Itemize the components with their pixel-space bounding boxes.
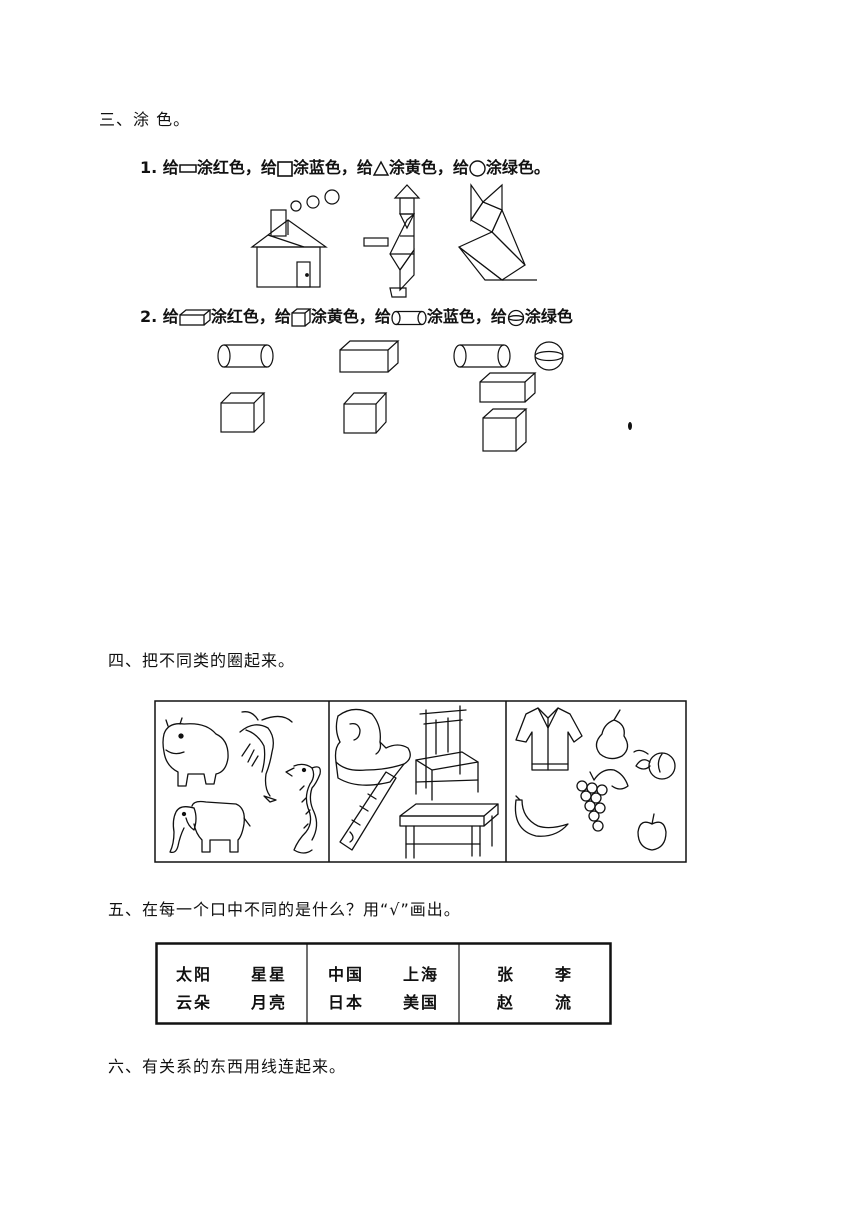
q1-give-3: 给 — [356, 158, 373, 177]
cuboid-icon — [179, 308, 212, 326]
ink-mark — [628, 422, 632, 430]
q1-paint-green: 涂绿色。 — [485, 158, 550, 177]
q2-paint-blue: 涂蓝色， — [426, 307, 491, 326]
q1-paint-blue: 涂蓝色， — [292, 158, 357, 177]
circle-icon — [469, 160, 486, 177]
shrimp-icon — [239, 711, 293, 803]
q1-number: 1. — [140, 158, 158, 177]
word-box2-r2c1: 日本 — [328, 993, 365, 1012]
cuboid-solid — [479, 372, 537, 403]
q1-paint-yellow: 涂黄色， — [388, 158, 453, 177]
q2-solids — [217, 340, 632, 452]
word-box2-r2c2: 美国 — [403, 993, 440, 1012]
word-box3-r1c2: 李 — [555, 965, 574, 984]
cylinder-solid — [453, 344, 511, 368]
elephant-icon — [169, 800, 251, 854]
triangle-icon — [372, 160, 390, 176]
word-box3-r2c1: 赵 — [497, 993, 516, 1012]
cuboid-solid — [339, 340, 400, 373]
sphere-icon — [507, 309, 525, 326]
armchair-icon — [334, 708, 411, 786]
q1-instruction: 1. 给涂红色，给涂蓝色，给涂黄色，给涂绿色。 — [140, 154, 550, 178]
word-box1-r1c1: 太阳 — [176, 965, 213, 984]
table-icon — [399, 803, 499, 859]
grapes-icon — [576, 769, 629, 832]
word-box3-r1c1: 张 — [497, 965, 516, 984]
word-box1-r2c1: 云朵 — [176, 993, 213, 1012]
thin-rectangle-icon — [179, 163, 197, 173]
q1-give-4: 给 — [452, 158, 469, 177]
apple-icon — [637, 813, 667, 851]
section5-heading: 五、在每一个口中不同的是什么？用“√”画出。 — [108, 900, 461, 919]
word-box1-r1c2: 星星 — [251, 965, 288, 984]
q2-give-1: 给 — [162, 307, 179, 326]
word-box3-r2c2: 流 — [555, 993, 574, 1012]
q1-give-2: 给 — [260, 158, 277, 177]
classify-table — [154, 700, 687, 863]
q1-paint-red: 涂红色， — [196, 158, 261, 177]
word-box2-r1c1: 中国 — [328, 965, 365, 984]
q2-give-3: 给 — [374, 307, 391, 326]
q2-give-2: 给 — [274, 307, 291, 326]
cat-figure — [457, 183, 537, 281]
cube-solid — [220, 392, 266, 433]
chair-icon — [415, 705, 479, 801]
seahorse-icon — [285, 763, 321, 854]
section6-heading: 六、有关系的东西用线连起来。 — [108, 1057, 347, 1076]
cube-solid — [482, 408, 528, 452]
q2-number: 2. — [140, 307, 158, 326]
section3-heading: 三、涂 色。 — [99, 110, 191, 129]
sphere-solid — [534, 341, 564, 371]
cylinder-solid — [217, 344, 274, 368]
hippo-icon — [162, 717, 229, 787]
q2-paint-green: 涂绿色 — [524, 307, 573, 326]
q2-paint-yellow: 涂黄色， — [310, 307, 375, 326]
ruler-icon — [339, 771, 397, 851]
house-figure — [250, 189, 340, 288]
q2-instruction: 2. 给涂红色，给涂黄色，给涂蓝色，给涂绿色 — [140, 303, 573, 328]
difference-table — [155, 942, 612, 1025]
q2-give-4: 给 — [490, 307, 507, 326]
pear-icon — [595, 709, 629, 760]
peach-icon — [633, 749, 676, 780]
person-figure — [363, 184, 421, 298]
q1-give-1: 给 — [162, 158, 179, 177]
cylinder-icon — [391, 310, 427, 325]
section4-heading: 四、把不同类的圈起来。 — [108, 651, 296, 670]
word-box1-r2c2: 月亮 — [251, 993, 288, 1012]
jacket-icon — [515, 707, 583, 771]
cube-solid — [343, 392, 388, 434]
q1-figures — [250, 183, 537, 298]
word-box2-r1c2: 上海 — [403, 965, 440, 984]
square-icon — [277, 160, 293, 177]
q2-paint-red: 涂红色， — [210, 307, 275, 326]
cube-icon — [291, 307, 312, 327]
banana-icon — [514, 795, 569, 837]
